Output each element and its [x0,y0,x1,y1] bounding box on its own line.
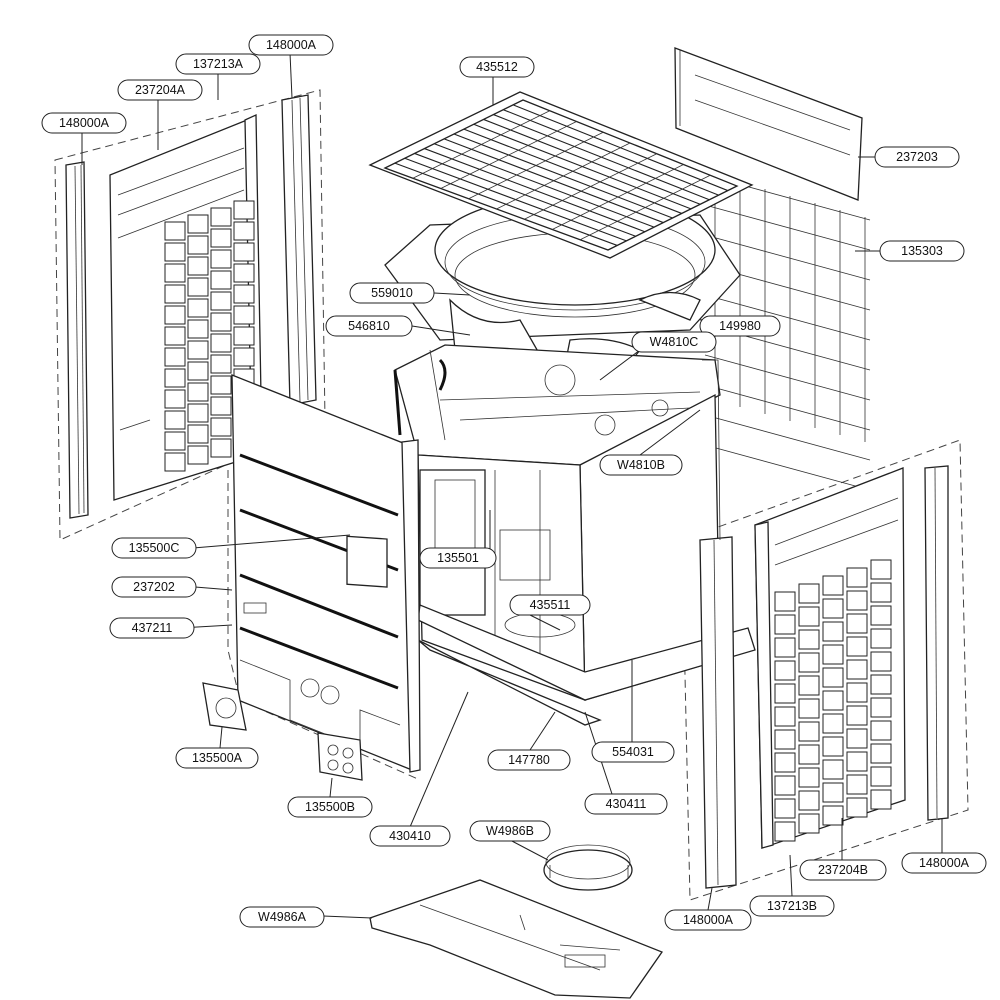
right-side-panel [754,467,906,849]
callout-W4810C: W4810C [631,331,717,353]
callout-148000A-top-left: 148000A [41,112,127,134]
callout-430410: 430410 [369,825,451,847]
drain-cap [543,844,633,891]
svg-text:237204B: 237204B [818,863,868,877]
cabinet-internals [393,344,756,726]
svg-text:W4810C: W4810C [650,335,699,349]
callout-435512: 435512 [459,56,535,78]
front-panel [231,374,421,773]
svg-text:148000A: 148000A [59,116,110,130]
callout-137213A: 137213A [175,53,261,75]
top-grille [368,91,754,259]
svg-text:237204A: 237204A [135,83,186,97]
svg-text:149980: 149980 [719,319,761,333]
svg-text:546810: 546810 [348,319,390,333]
callout-149980: 149980 [699,315,781,337]
front-post [699,359,737,889]
right-assembly-outline [681,439,969,901]
callout-W4986B: W4986B [469,820,551,842]
svg-text:237203: 237203 [896,150,938,164]
svg-text:430410: 430410 [389,829,431,843]
svg-text:148000A: 148000A [266,38,317,52]
svg-text:437211: 437211 [132,621,173,635]
callout-430411: 430411 [584,793,668,815]
svg-text:554031: 554031 [612,745,654,759]
callout-W4810B: W4810B [599,454,683,476]
svg-text:435511: 435511 [530,598,571,612]
svg-text:135500A: 135500A [192,751,243,765]
callout-135303: 135303 [879,240,965,262]
callout-546810: 546810 [325,315,413,337]
svg-text:559010: 559010 [371,286,413,300]
callout-148000A-bottom-centre: 148000A [664,909,752,931]
leader-lines [81,52,943,919]
svg-text:W4986A: W4986A [258,910,307,924]
callout-135501: 135501 [419,547,497,569]
callout-435511: 435511 [509,594,591,616]
callout-237204B: 237204B [799,859,887,881]
svg-text:435512: 435512 [476,60,518,74]
right-post [924,465,949,821]
svg-text:135303: 135303 [901,244,943,258]
callout-148000A-bottom-right: 148000A [901,852,987,874]
svg-text:135501: 135501 [437,551,479,565]
callout-554031: 554031 [591,741,675,763]
svg-text:430411: 430411 [606,797,647,811]
callout-135500C: 135500C [111,537,197,559]
svg-text:147780: 147780 [508,753,550,767]
svg-text:W4986B: W4986B [486,824,534,838]
svg-text:135500C: 135500C [129,541,180,555]
right-top-panel [674,47,863,201]
svg-text:237202: 237202 [133,580,175,594]
svg-text:137213A: 137213A [193,57,244,71]
callout-237204A: 237204A [117,79,203,101]
callout-135500B: 135500B [287,796,373,818]
right-panel-grille [774,559,892,842]
left-post [65,161,89,519]
left-post-2 [281,94,317,406]
callout-135500A: 135500A [175,747,259,769]
svg-text:148000A: 148000A [683,913,734,927]
callout-559010: 559010 [349,282,435,304]
base-plate [369,879,664,999]
svg-text:148000A: 148000A [919,856,970,870]
callout-137213B: 137213B [749,895,835,917]
svg-text:W4810B: W4810B [617,458,665,472]
callouts: 148000A 137213A 148000A 237204A 435512 2… [41,34,987,931]
callout-437211: 437211 [109,617,195,639]
cover-135500A [202,682,247,731]
callout-237203: 237203 [874,146,960,168]
svg-text:135500B: 135500B [305,800,355,814]
callout-237202: 237202 [111,576,197,598]
callout-147780: 147780 [487,749,571,771]
callout-W4986A: W4986A [239,906,325,928]
svg-text:137213B: 137213B [767,899,817,913]
cover-135500B [317,732,363,781]
callout-148000A-top: 148000A [248,34,334,56]
